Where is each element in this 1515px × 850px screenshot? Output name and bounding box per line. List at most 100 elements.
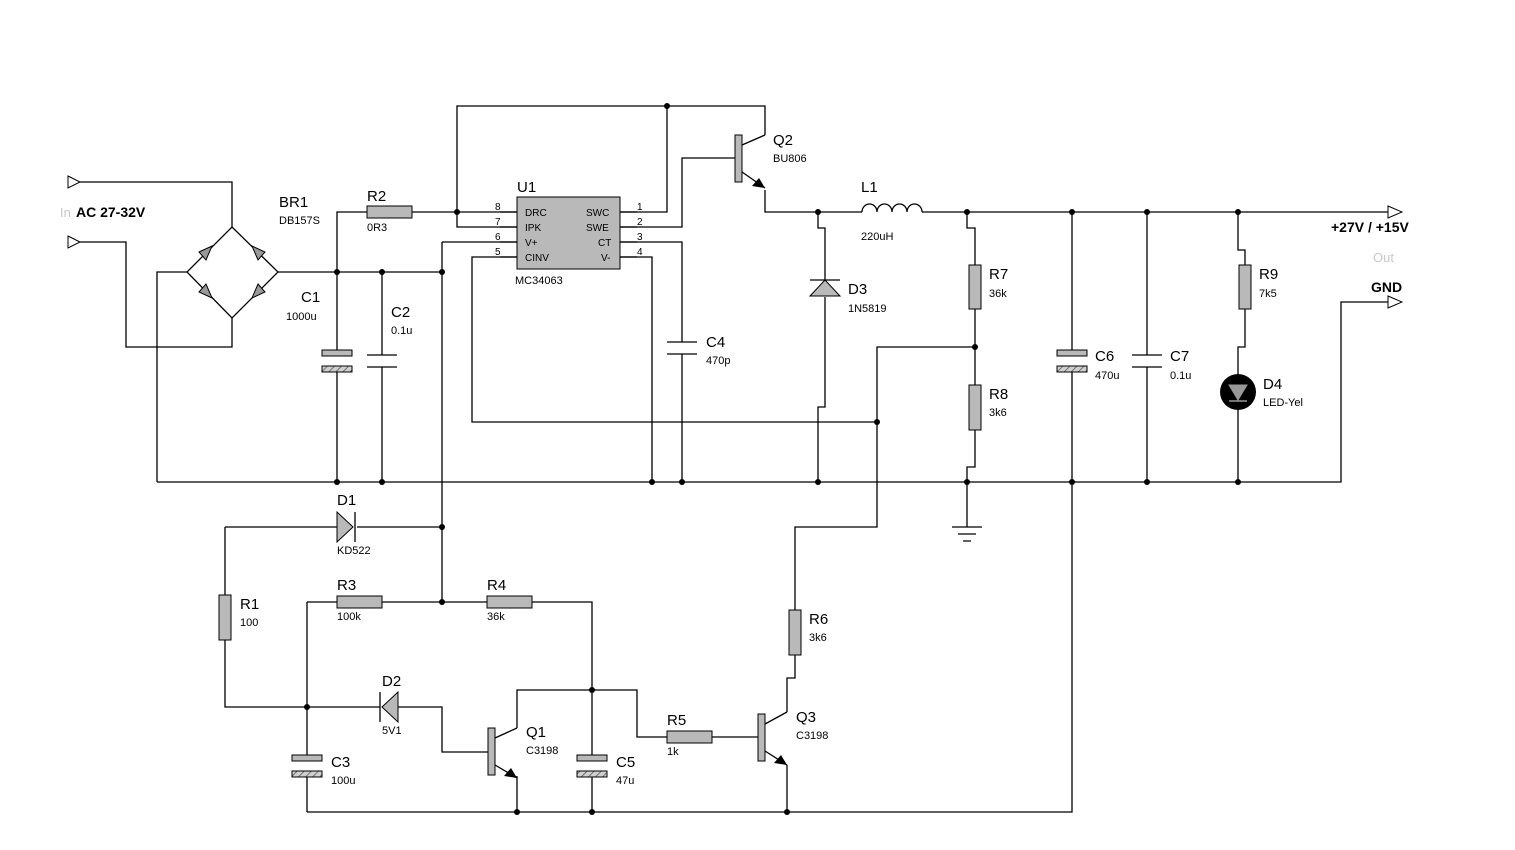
r4-ref: R4 [487,577,506,594]
resistor-r7 [968,264,982,310]
u1-value: MC34063 [515,275,563,287]
l1-value: 220uH [861,231,893,243]
c6-ref: C6 [1095,348,1114,365]
c1-value: 1000u [286,311,317,323]
u1-pin-cinv: CINV [525,253,549,264]
resistor-r1 [218,594,232,641]
u1-pin-6: 6 [495,232,501,243]
u1-pin-4: 4 [637,247,643,258]
r3-value: 100k [337,611,361,623]
c2-value: 0.1u [391,325,412,337]
r1-value: 100 [240,617,258,629]
u1-pin-vplus: V+ [525,238,538,249]
c6-value: 470u [1095,370,1119,382]
r3-ref: R3 [337,577,356,594]
u1-pin-5: 5 [495,247,501,258]
br1-ref: BR1 [279,194,308,211]
u1-pin-swc: SWC [586,208,609,219]
c1-ref: C1 [301,289,320,306]
resistor-r8 [968,384,982,431]
u1-pin-1: 1 [637,202,643,213]
ic-u1 [500,196,637,270]
c5-ref: C5 [616,754,635,771]
input-terminal-2 [67,235,82,249]
u1-pin-vminus: V- [601,253,610,264]
input-label: AC 27-32V [76,204,146,220]
transistor-q1 [487,727,518,779]
inductor-l1 [861,203,923,213]
u1-pin-ct: CT [598,238,611,249]
input-tag: In [60,205,71,220]
resistor-r3 [336,595,383,609]
r5-value: 1k [667,746,679,758]
capacitor-c4 [667,341,697,355]
resistor-r5 [666,730,713,744]
u1-pin-drc: DRC [525,208,547,219]
r7-ref: R7 [989,266,1008,283]
d3-value: 1N5819 [848,303,887,315]
u1-pin-ipk: IPK [525,223,541,234]
d2-value: 5V1 [382,725,402,737]
capacitor-c2 [367,354,397,368]
q3-value: C3198 [796,730,828,742]
r9-ref: R9 [1259,266,1278,283]
u1-pin-swe: SWE [586,223,609,234]
q1-value: C3198 [526,745,558,757]
r8-value: 3k6 [989,407,1007,419]
r1-ref: R1 [240,596,259,613]
input-terminal-1 [67,175,82,189]
gnd-terminal [1387,295,1404,309]
r6-value: 3k6 [809,632,827,644]
q2-value: BU806 [773,153,807,165]
u1-pins: 8 7 6 5 DRC IPK V+ CINV 1 2 3 4 SWC SWE … [495,202,643,264]
bridge-rectifier-br1 [186,226,279,319]
led-d4 [1220,374,1256,410]
r7-value: 36k [989,288,1007,300]
c5-value: 47u [616,775,634,787]
d1-value: KD522 [337,545,371,557]
gnd-label: GND [1371,279,1402,295]
d4-value: LED-Yel [1263,397,1303,409]
transistor-q2 [734,134,766,189]
l1-ref: L1 [861,179,878,196]
c2-ref: C2 [391,304,410,321]
q3-ref: Q3 [796,709,816,726]
r2-value: 0R3 [367,222,387,234]
br1-value: DB157S [279,215,320,227]
capacitor-c3 [291,754,323,778]
diode-d3 [808,279,842,297]
resistor-r4 [486,595,533,609]
capacitor-c1 [321,349,353,373]
output-label: +27V / +15V [1331,219,1410,235]
u1-pin-2: 2 [637,217,643,228]
d2-ref: D2 [382,673,401,690]
resistor-r9 [1238,264,1252,310]
d1-ref: D1 [337,492,356,509]
u1-pin-7: 7 [495,217,501,228]
c3-ref: C3 [331,754,350,771]
resistor-r2 [366,205,413,219]
r2-ref: R2 [367,188,386,205]
r4-value: 36k [487,611,505,623]
c4-ref: C4 [706,334,725,351]
u1-pin-8: 8 [495,202,501,213]
junctions [304,103,1241,815]
output-tag: Out [1373,250,1394,265]
wires [80,105,1390,813]
transistor-q3 [757,711,788,766]
capacitor-c6 [1056,349,1088,373]
q2-ref: Q2 [773,132,793,149]
zener-d2 [379,690,399,724]
r9-value: 7k5 [1259,288,1277,300]
diode-d1 [336,510,356,544]
q1-ref: Q1 [526,724,546,741]
r8-ref: R8 [989,386,1008,403]
capacitor-c5 [576,754,608,778]
c3-value: 100u [331,775,355,787]
u1-pin-3: 3 [637,232,643,243]
output-terminal [1387,205,1404,219]
u1-ref: U1 [517,179,536,196]
d3-ref: D3 [848,281,867,298]
r5-ref: R5 [667,712,686,729]
